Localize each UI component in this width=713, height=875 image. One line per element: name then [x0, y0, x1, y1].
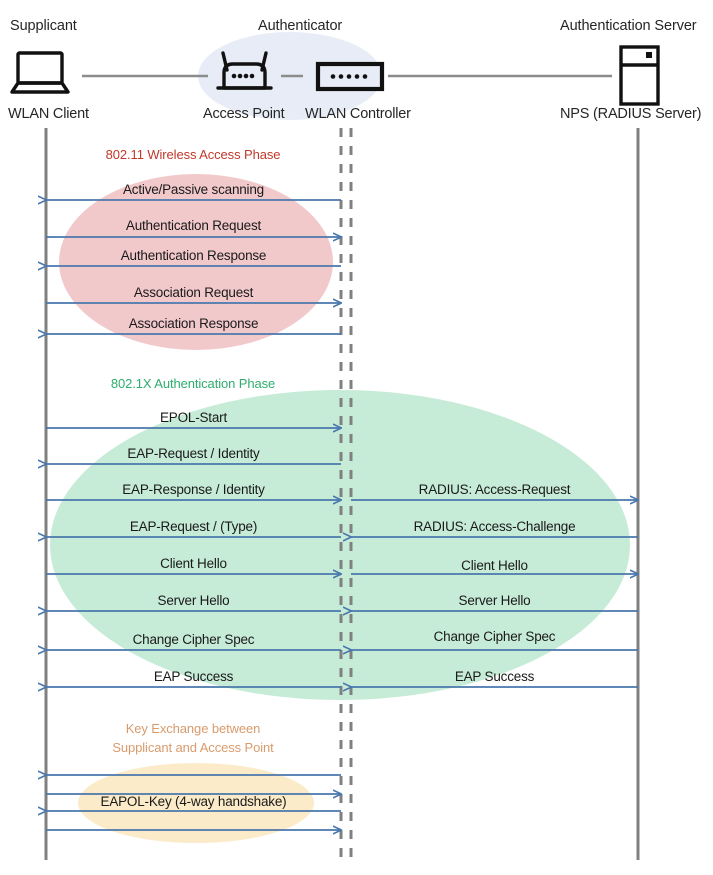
wlan-controller-icon: [315, 61, 385, 92]
message-label-eap-request-identity: EAP-Request / Identity: [127, 446, 260, 461]
message-label-change-cipher-spec-radius: Change Cipher Spec: [433, 629, 556, 644]
message-label-server-hello-wireless: Server Hello: [157, 593, 230, 608]
message-label-eap-request-type: EAP-Request / (Type): [129, 519, 258, 534]
arrows-phase-key-exchange: [46, 775, 341, 830]
actor-role-authentication-server: Authentication Server: [560, 18, 697, 34]
actor-role-authenticator: Authenticator: [258, 18, 343, 34]
phase-label-80211: 802.11 Wireless Access Phase: [105, 147, 281, 162]
actor-device-nps-radius-server: NPS (RADIUS Server): [560, 106, 702, 122]
message-label-server-hello-radius: Server Hello: [458, 593, 531, 608]
message-label-radius-access-request: RADIUS: Access-Request: [418, 482, 571, 497]
message-label-authentication-request: Authentication Request: [125, 218, 262, 233]
message-label-change-cipher-spec-wireless: Change Cipher Spec: [132, 632, 255, 647]
actor-device-wlan-client: WLAN Client: [8, 106, 89, 122]
message-label-active-passive-scanning: Active/Passive scanning: [123, 182, 264, 197]
actor-device-wlan-controller: WLAN Controller: [305, 106, 411, 122]
message-label-client-hello-wireless: Client Hello: [160, 556, 227, 571]
actor-role-supplicant: Supplicant: [10, 18, 77, 34]
message-label-eap-response-identity: EAP-Response / Identity: [122, 482, 265, 497]
phase-label-8021x: 802.1X Authentication Phase: [110, 376, 276, 391]
arrows-phase-8021x-wireless: [46, 428, 341, 687]
message-label-radius-access-challenge: RADIUS: Access-Challenge: [413, 519, 576, 534]
arrows-phase-80211: [46, 200, 341, 334]
message-label-client-hello-radius: Client Hello: [461, 558, 528, 573]
message-label-association-request: Association Request: [133, 285, 254, 300]
message-label-eap-success-wireless: EAP Success: [153, 669, 234, 684]
message-label-eap-success-radius: EAP Success: [454, 669, 535, 684]
message-label-eapol-key-4way-handshake: EAPOL-Key (4-way handshake): [100, 794, 287, 809]
server-icon: [619, 45, 660, 106]
phase-key-ellipse: [78, 763, 314, 843]
phase-80211-ellipse: [59, 174, 333, 350]
access-point-leds: [231, 73, 255, 79]
message-label-association-response: Association Response: [128, 316, 259, 331]
phase-label-key-exchange-line1: Key Exchange between: [125, 721, 261, 736]
arrows-phase-8021x-radius: [351, 500, 638, 687]
message-label-authentication-response: Authentication Response: [120, 248, 267, 263]
wireless-access-point-icon: [216, 51, 273, 90]
laptop-icon: [10, 51, 70, 94]
message-label-epol-start: EPOL-Start: [159, 410, 228, 425]
phase-label-key-exchange-line2: Supplicant and Access Point: [112, 740, 274, 755]
actor-device-access-point: Access Point: [203, 106, 285, 122]
